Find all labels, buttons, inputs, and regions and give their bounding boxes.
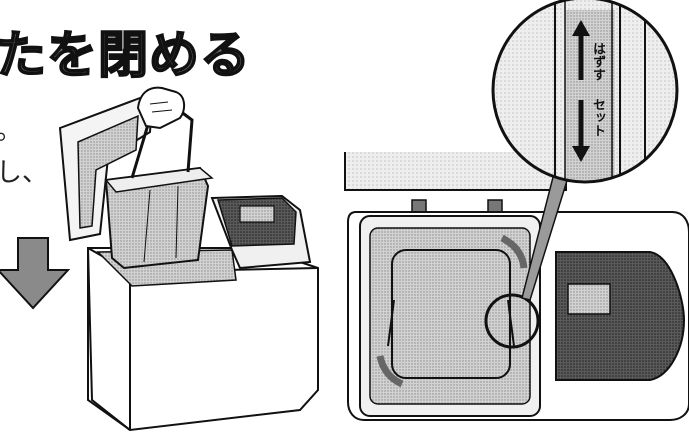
instruction-line-1: 。 bbox=[0, 118, 22, 144]
step-heading: たを閉める bbox=[0, 26, 251, 84]
instruction-line-2: し、 bbox=[0, 158, 49, 188]
remove-label: はずす bbox=[590, 42, 605, 81]
lock-label: セット bbox=[590, 98, 605, 137]
bread-machine-top-view bbox=[344, 0, 689, 421]
bread-machine-left bbox=[58, 86, 319, 432]
down-arrow-icon bbox=[0, 237, 71, 310]
rotate-arrow-icon bbox=[500, 234, 528, 269]
